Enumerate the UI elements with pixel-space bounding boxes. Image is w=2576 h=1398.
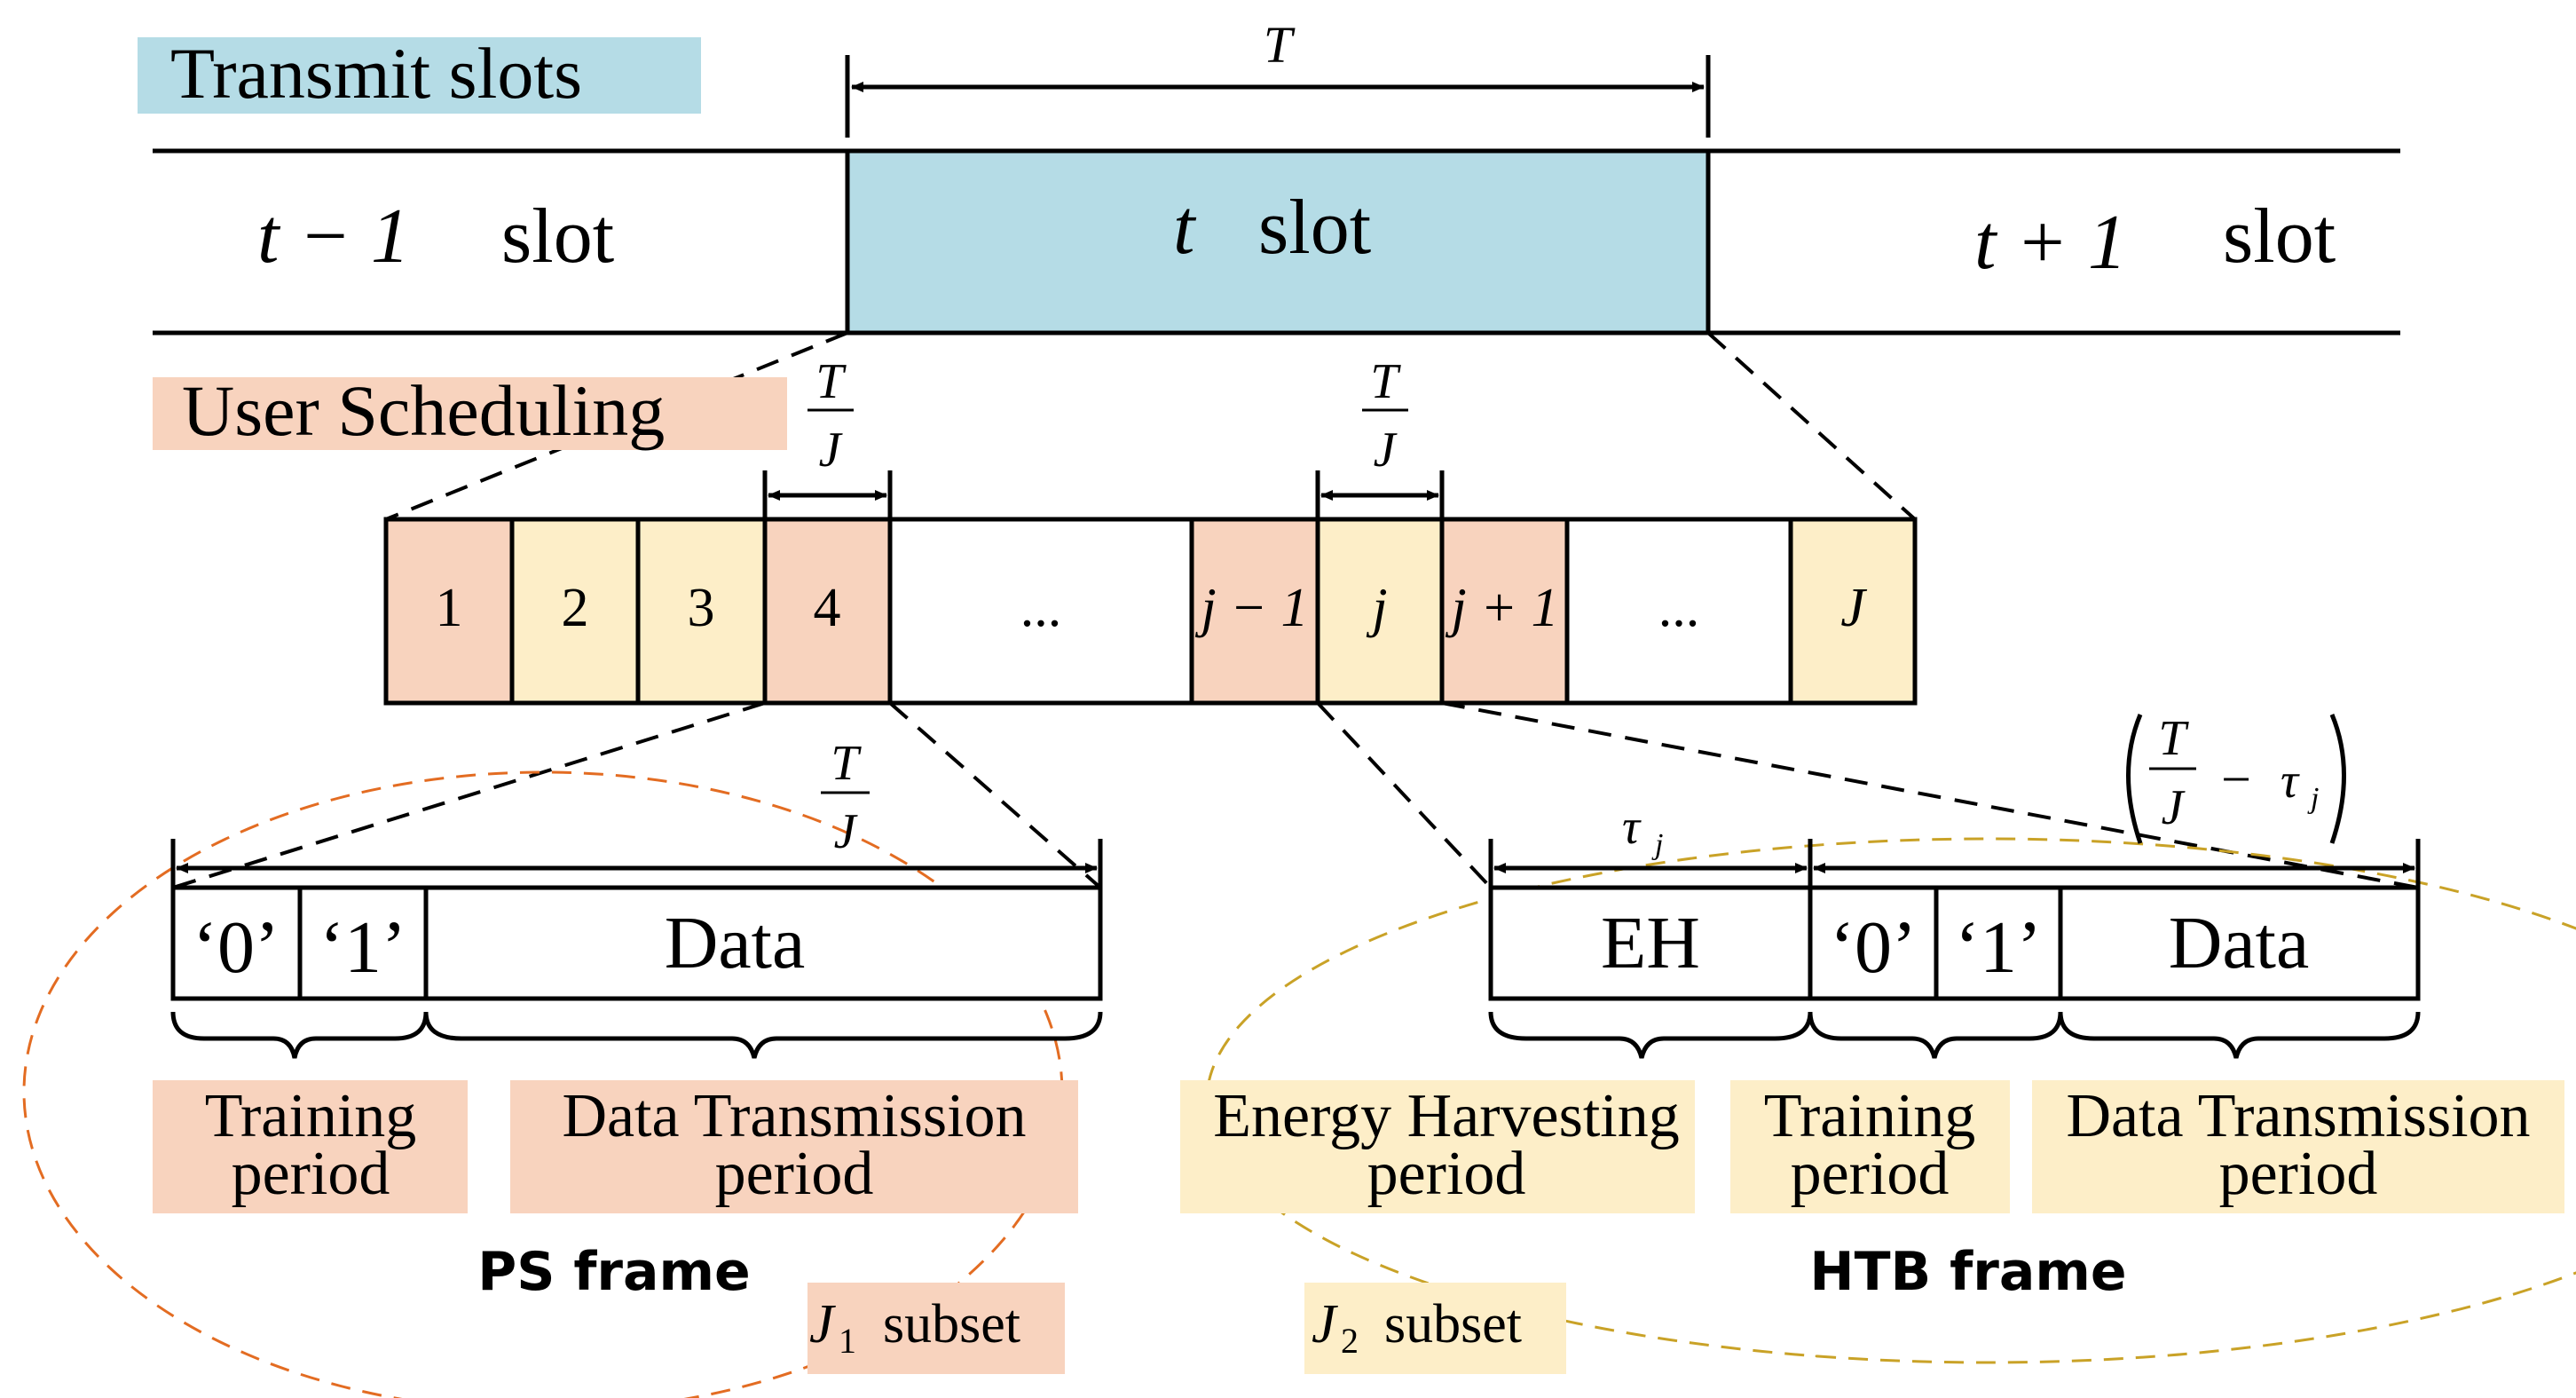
htb-eh-line1: Energy Harvesting: [1213, 1082, 1680, 1150]
sched-label-J: J: [1840, 578, 1867, 638]
ps-bit0-cell: [170, 885, 303, 1001]
ps-data-tx-line1: Data Transmission: [562, 1082, 1026, 1150]
ps-duration-den: J: [834, 804, 859, 859]
ps-bit1-label: ‘1’: [319, 906, 406, 989]
htb-subset-sub: 2: [1341, 1321, 1359, 1361]
htb-data-tx-line1: Data Transmission: [2066, 1082, 2530, 1150]
sched-label-j-minus-1: j − 1: [1194, 578, 1308, 638]
ps-bit0-label: ‘0’: [193, 906, 280, 989]
htb-data-cell: [2058, 885, 2421, 1001]
zoom-line-ps-right: [888, 701, 1102, 889]
sched-label-ellipsis-2: ...: [1658, 578, 1700, 638]
cell-width-den: J: [819, 423, 844, 478]
htb-bit1-label: ‘1’: [1955, 906, 2042, 989]
htb-data-tx-bg: [2032, 1080, 2564, 1213]
ps-subset-bg: [807, 1283, 1065, 1374]
htb-remain-num: T: [2158, 711, 2189, 766]
htb-remain-den: J: [2162, 780, 2186, 835]
ps-frame-title: PS frame: [477, 1241, 750, 1303]
htb-remain-paren-right: [2329, 714, 2346, 844]
transmit-heading: Transmit slots: [170, 33, 582, 114]
ps-data-cell: [423, 885, 1103, 1001]
sched-label-4: 4: [814, 578, 841, 638]
htb-training-line2: period: [1791, 1140, 1950, 1208]
htb-data-brace: [2058, 1011, 2421, 1059]
sched-label-ellipsis-1: ...: [1020, 578, 1062, 638]
prev-slot-var: t − 1: [257, 194, 410, 280]
period-label: T: [1264, 16, 1296, 74]
htb-eh-label: EH: [1601, 902, 1700, 984]
htb-tau-sub: j: [1651, 828, 1663, 861]
prev-slot-word: slot: [501, 194, 614, 280]
sched-cell-1: [383, 517, 515, 706]
htb-eh-line2: period: [1367, 1140, 1526, 1208]
ps-training-brace: [170, 1011, 429, 1059]
htb-remain-tau-sub: j: [2307, 782, 2319, 815]
htb-remain-tau: τ: [2281, 754, 2300, 809]
scheduling-heading-bg: [153, 377, 787, 450]
ps-training-bg: [153, 1080, 468, 1213]
sched-label-j-plus-1: j + 1: [1445, 578, 1558, 638]
htb-subset-var: J: [1312, 1294, 1338, 1355]
htb-bit0-label: ‘0’: [1830, 906, 1917, 989]
zoom-line-htb-left: [1316, 701, 1493, 889]
zoom-line-htb-right: [1441, 701, 2419, 889]
htb-frame-title: HTB frame: [1809, 1241, 2126, 1303]
sched-label-1: 1: [436, 578, 463, 638]
ps-subset-word: subset: [883, 1294, 1020, 1355]
htb-bit1-cell: [1934, 885, 2063, 1001]
sched-label-3: 3: [688, 578, 715, 638]
scheduling-heading: User Scheduling: [182, 370, 665, 451]
htb-training-line1: Training: [1764, 1082, 1976, 1150]
ps-data-tx-bg: [510, 1080, 1078, 1213]
htb-training-bg: [1730, 1080, 2010, 1213]
sched-cell-j-plus-1: [1439, 517, 1570, 706]
sched-label-2: 2: [562, 578, 589, 638]
htb-subset-bg: [1304, 1283, 1566, 1374]
ps-data-label: Data: [665, 902, 806, 984]
ps-training-line1: Training: [205, 1082, 417, 1150]
current-slot-word: slot: [1258, 185, 1371, 271]
htb-training-brace: [1808, 1011, 2063, 1059]
sched-cell-J: [1788, 517, 1918, 706]
sched-cell-ellipsis-2: [1564, 517, 1793, 706]
zoom-line-slot-right: [1706, 331, 1917, 521]
htb-tau-label: τ: [1622, 800, 1642, 855]
htb-remain-paren-left: [2126, 714, 2143, 844]
htb-subset-word: subset: [1384, 1294, 1522, 1355]
htb-data-tx-line2: period: [2219, 1140, 2378, 1208]
sched-cell-3: [635, 517, 768, 706]
htb-eh-cell: [1488, 885, 1813, 1001]
htb-data-label: Data: [2169, 902, 2310, 984]
cellj-width-den: J: [1374, 423, 1398, 478]
htb-eh-bg: [1180, 1080, 1695, 1213]
sched-cell-4: [762, 517, 893, 706]
htb-eh-brace: [1488, 1011, 1813, 1059]
ps-data-tx-line2: period: [715, 1140, 874, 1208]
ps-subset-var: J: [809, 1294, 836, 1355]
ps-data-brace: [423, 1011, 1103, 1059]
current-slot-var: t: [1173, 185, 1197, 271]
ps-duration-num: T: [831, 736, 862, 791]
ps-bit1-cell: [297, 885, 429, 1001]
sched-cell-2: [509, 517, 641, 706]
next-slot-word: slot: [2223, 194, 2336, 280]
sched-cell-j-minus-1: [1189, 517, 1320, 706]
ps-training-line2: period: [232, 1140, 390, 1208]
cell-width-num: T: [815, 354, 847, 409]
transmit-heading-bg: [138, 37, 701, 114]
htb-remain-minus: −: [2221, 750, 2251, 809]
ps-subset-sub: 1: [839, 1321, 856, 1361]
cellj-width-num: T: [1370, 354, 1401, 409]
next-slot-var: t + 1: [1974, 200, 2127, 286]
zoom-line-ps-left: [172, 701, 766, 889]
zoom-line-slot-left: [385, 331, 848, 521]
